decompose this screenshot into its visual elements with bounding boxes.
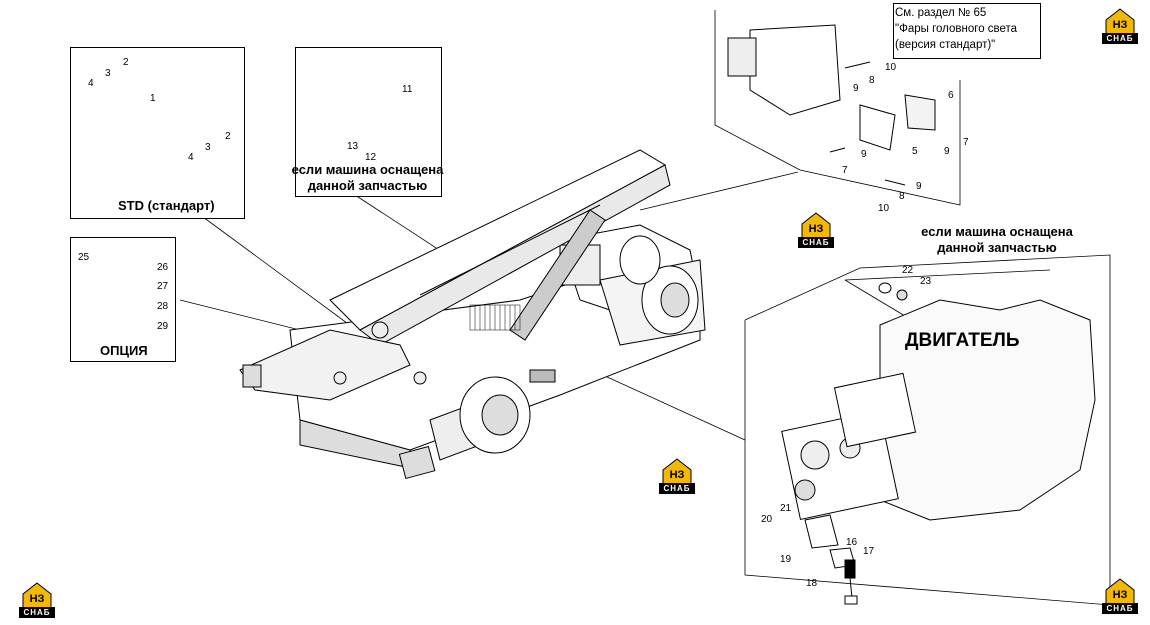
callout-eng-19: 19	[780, 554, 792, 565]
logo-caption: СНАБ	[19, 607, 55, 618]
callout-eng-22: 22	[902, 265, 914, 276]
logo-letters: НЗ	[29, 593, 45, 605]
headlight-drawing	[727, 24, 936, 186]
callout-hl-9a: 9	[853, 83, 859, 94]
engine-panel-outline	[744, 254, 1111, 606]
callout-hl-9c: 9	[861, 149, 867, 160]
callout-rad-11: 11	[402, 84, 413, 95]
brand-logo: НЗ СНАБ	[1101, 8, 1139, 46]
brand-logo: НЗ СНАБ	[18, 582, 56, 620]
headlight-reference-box	[893, 3, 1041, 59]
brand-logo: НЗ СНАБ	[658, 458, 696, 496]
callout-opt-25: 25	[78, 252, 90, 263]
callout-rad-13: 13	[347, 141, 359, 152]
std-horn-box	[70, 47, 245, 219]
logo-letters: НЗ	[1112, 19, 1128, 31]
brand-logo: НЗ СНАБ	[1101, 578, 1139, 616]
std-caption: STD (стандарт)	[118, 198, 215, 213]
callout-hl-6: 6	[948, 90, 954, 101]
callout-std-4b: 4	[188, 152, 194, 163]
leader-lines	[179, 171, 799, 441]
headlight-reference-text: См. раздел № 65 "Фары головного света (в…	[895, 7, 1018, 51]
radiator-box	[295, 47, 442, 197]
callout-eng-20: 20	[761, 514, 773, 525]
option-bracket-box	[70, 237, 176, 362]
engine-title: ДВИГАТЕЛЬ	[905, 330, 1020, 351]
callout-hl-10b: 10	[878, 203, 890, 214]
callout-std-2b: 2	[225, 131, 231, 142]
callout-std-3b: 3	[205, 142, 211, 153]
logo-letters: НЗ	[1112, 589, 1128, 601]
callout-std-4a: 4	[88, 78, 94, 89]
callout-eng-17: 17	[863, 546, 875, 557]
callout-eng-23: 23	[920, 276, 932, 287]
callout-hl-7a: 7	[963, 137, 969, 148]
callout-hl-9d: 9	[916, 181, 922, 192]
reach-stacker-drawing	[239, 149, 706, 480]
callout-hl-9b: 9	[944, 146, 950, 157]
callout-std-1: 1	[150, 93, 156, 104]
logo-caption: СНАБ	[798, 237, 834, 248]
logo-caption: СНАБ	[1102, 33, 1138, 44]
callout-opt-26: 26	[157, 262, 169, 273]
callout-std-3a: 3	[105, 68, 111, 79]
headlight-panel-outline	[714, 10, 961, 206]
logo-caption: СНАБ	[659, 483, 695, 494]
brand-logo: НЗ СНАБ	[797, 212, 835, 250]
callout-hl-8b: 8	[899, 191, 905, 202]
callout-rad-12: 12	[365, 152, 377, 163]
option-caption: ОПЦИЯ	[100, 343, 148, 358]
callout-eng-18: 18	[806, 578, 818, 589]
callout-hl-8a: 8	[869, 75, 875, 86]
logo-letters: НЗ	[669, 469, 685, 481]
callout-opt-28: 28	[157, 301, 169, 312]
callout-std-2a: 2	[123, 57, 129, 68]
engine-drawing	[781, 282, 1096, 605]
callout-hl-7b: 7	[842, 165, 848, 176]
callout-eng-21: 21	[780, 503, 792, 514]
callout-hl-10a: 10	[885, 62, 897, 73]
logo-letters: НЗ	[808, 223, 824, 235]
logo-caption: СНАБ	[1102, 603, 1138, 614]
callout-hl-5: 5	[912, 146, 918, 157]
engine-option-note: если машина оснащена данной запчастью	[921, 224, 1073, 255]
callout-eng-16: 16	[846, 537, 858, 548]
callout-opt-29: 29	[157, 321, 169, 332]
radiator-note: если машина оснащена данной запчастью	[291, 162, 444, 193]
callout-opt-27: 27	[157, 281, 169, 292]
